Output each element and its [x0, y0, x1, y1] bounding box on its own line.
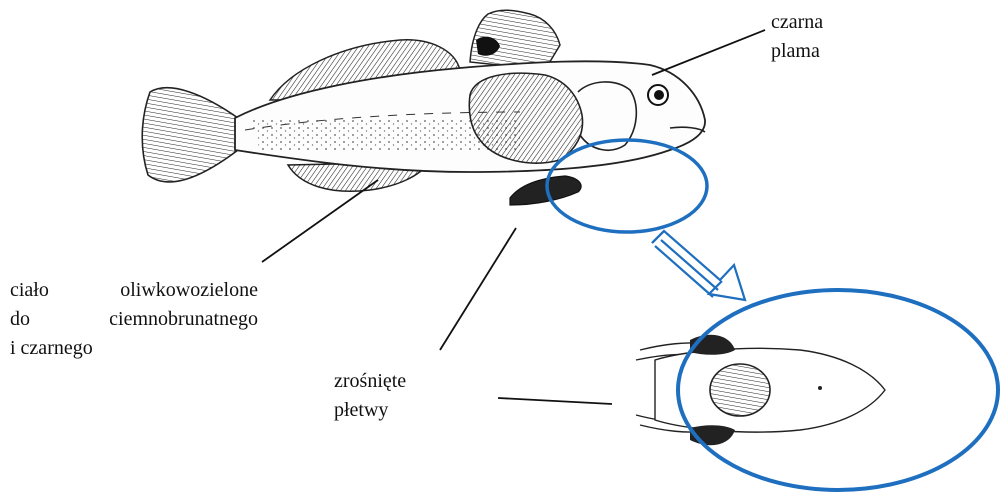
- label-black-spot: czarna plama: [771, 8, 891, 66]
- label-black-spot-line2: plama: [771, 37, 891, 66]
- leader-line-black-spot: [652, 30, 765, 75]
- pelvic-fin-fused: [510, 176, 581, 205]
- label-body-color-line1: ciało oliwkowozielone: [10, 276, 258, 305]
- ventral-view-illustration: [636, 335, 885, 445]
- leader-line-ventral: [498, 398, 612, 404]
- leader-line-body-color: [262, 180, 378, 262]
- label-body-color-line3: i czarnego: [10, 334, 260, 363]
- label-body-color-line2: do ciemnobrunatnego: [10, 305, 258, 334]
- leader-line-fused-fins: [440, 228, 516, 350]
- label-black-spot-line1: czarna: [771, 8, 891, 37]
- zoom-arrow: [652, 231, 745, 300]
- label-body-word-4: ciemnobrunatnego: [109, 305, 258, 334]
- label-body-word-2: oliwkowozielone: [120, 276, 258, 305]
- label-fused-fins: zrośnięte płetwy: [334, 367, 454, 425]
- label-fused-fins-line2: płetwy: [334, 396, 454, 425]
- tail-fin: [142, 88, 238, 182]
- label-body-word-1: ciało: [10, 276, 49, 305]
- sucker-disc: [710, 364, 770, 416]
- label-body-color: ciało oliwkowozielone do ciemnobrunatneg…: [10, 276, 260, 363]
- label-fused-fins-line1: zrośnięte: [334, 367, 454, 396]
- label-body-word-3: do: [10, 305, 30, 334]
- fish-illustration: [142, 10, 705, 205]
